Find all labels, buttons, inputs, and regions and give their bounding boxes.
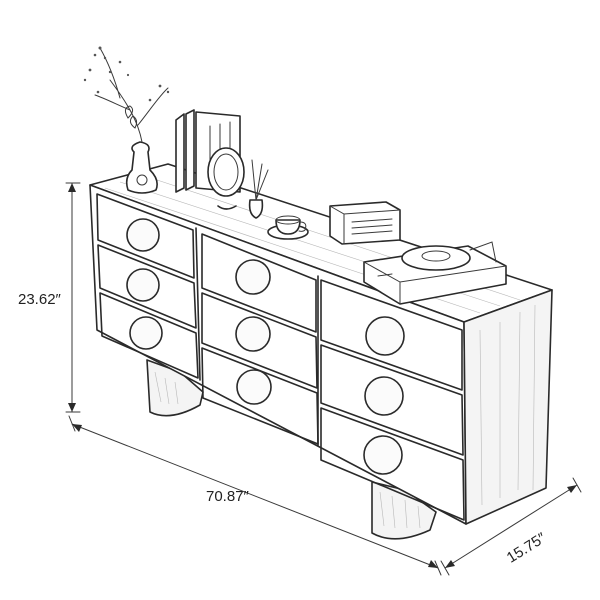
drawer-right-1 — [320, 279, 463, 391]
drawer-knob — [129, 316, 163, 350]
drawer-middle-2 — [201, 292, 318, 389]
drawer-knob — [365, 316, 405, 356]
diffuser — [248, 159, 269, 219]
drawer-middle-1 — [201, 233, 317, 333]
teacup — [267, 215, 309, 240]
drawer-column-middle — [201, 233, 319, 445]
depth-dimension — [440, 477, 582, 576]
right-leg — [371, 481, 437, 540]
drawer-knob — [364, 376, 404, 416]
drawer-column-right — [320, 279, 465, 521]
drawer-left-2 — [97, 244, 197, 329]
drawer-knob — [235, 316, 271, 352]
drawer-right-3 — [320, 407, 465, 521]
drawer-right-2 — [320, 344, 464, 456]
record-player — [363, 241, 507, 305]
width-dimension — [68, 415, 442, 576]
round-mirror — [207, 147, 245, 210]
drawer-left-3 — [99, 292, 199, 379]
drawer-left-1 — [96, 193, 195, 279]
drawer-knob — [126, 218, 160, 252]
drawer-middle-3 — [201, 347, 319, 445]
left-leg — [146, 359, 204, 417]
width-label: 70.87″ — [206, 488, 250, 505]
height-label: 23.62″ — [18, 291, 62, 308]
drawer-knob — [363, 435, 403, 475]
vase-with-branch — [83, 46, 170, 194]
height-dimension — [65, 182, 81, 413]
drawer-knob — [236, 369, 272, 405]
drawer-knob — [235, 259, 271, 295]
drawer-knob — [126, 268, 160, 302]
depth-label: 15.75″ — [504, 529, 550, 566]
drawer-column-left — [96, 193, 199, 379]
radio — [329, 201, 401, 245]
